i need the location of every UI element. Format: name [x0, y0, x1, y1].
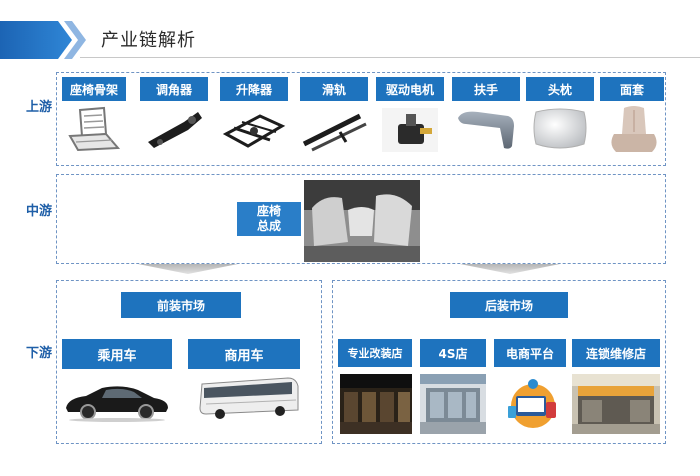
ecommerce-icon — [508, 379, 556, 428]
passenger-car-icon — [66, 386, 168, 422]
chain-repair-label: 连锁维修店 — [572, 339, 660, 367]
arrow-down-left — [138, 264, 238, 274]
seat-cover-icon — [611, 106, 657, 152]
recliner-icon — [148, 112, 202, 148]
4s-dealer-label: 4S店 — [420, 339, 486, 367]
slide-rail-icon — [302, 113, 367, 152]
tier-label-midstream: 中游 — [26, 204, 53, 219]
seat-assembly-label: 座椅 总成 — [237, 202, 301, 236]
commercial-vehicle-label: 商用车 — [188, 339, 300, 369]
bus-icon — [199, 377, 299, 419]
header-divider — [80, 57, 700, 58]
chain-repair-photo — [572, 374, 660, 434]
passenger-car-label: 乘用车 — [62, 339, 172, 369]
height-adjuster-icon — [222, 114, 286, 148]
part-label-slide-rail: 滑轨 — [300, 77, 368, 101]
arrow-down-right — [460, 264, 560, 274]
part-label-drive-motor: 驱动电机 — [376, 77, 444, 101]
page-title: 产业链解析 — [101, 30, 196, 51]
4s-dealer-photo — [420, 374, 486, 434]
custom-shop-label: 专业改装店 — [338, 339, 412, 367]
seat-assembly-photo — [304, 180, 420, 262]
oem-market-title: 前装市场 — [121, 292, 241, 318]
tier-label-downstream: 下游 — [26, 346, 53, 361]
part-label-armrest: 扶手 — [452, 77, 520, 101]
armrest-icon — [458, 111, 514, 149]
headrest-icon — [533, 108, 587, 149]
part-label-height-adjuster: 升降器 — [220, 77, 288, 101]
custom-shop-photo — [340, 374, 412, 434]
tier-label-upstream: 上游 — [26, 100, 53, 115]
drive-motor-icon — [382, 108, 438, 152]
header-accent-bar — [0, 21, 86, 59]
part-label-seat-frame: 座椅骨架 — [62, 77, 126, 101]
ecommerce-label: 电商平台 — [494, 339, 566, 367]
part-label-headrest: 头枕 — [526, 77, 594, 101]
part-label-seat-cover: 面套 — [600, 77, 664, 101]
part-label-recliner: 调角器 — [140, 77, 208, 101]
seat-frame-icon — [68, 106, 121, 152]
aftermarket-title: 后装市场 — [450, 292, 568, 318]
